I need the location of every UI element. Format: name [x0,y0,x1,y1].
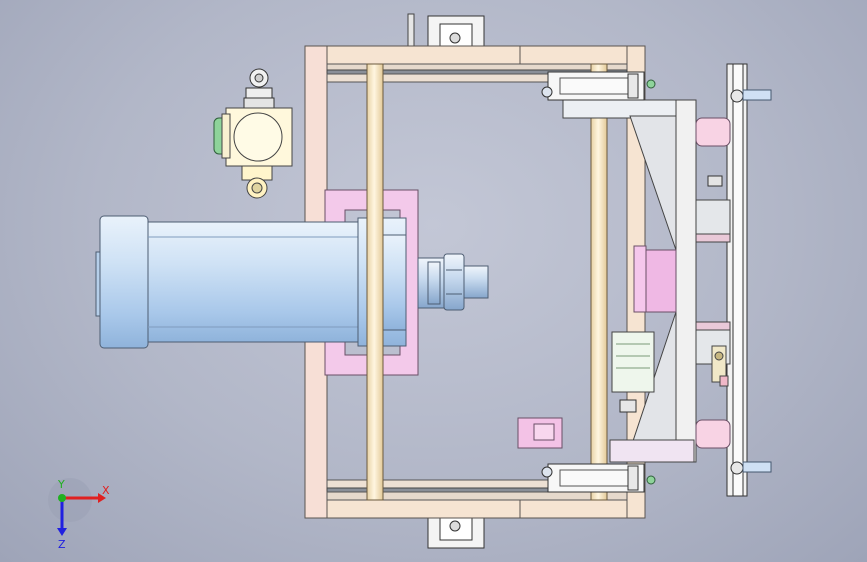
side-fittings [707,175,729,387]
x-axis-label: X [102,484,110,497]
top-sensor-cylinder [541,71,656,101]
bottom-sensor-cylinder [541,463,656,493]
piston-rod [417,253,489,311]
bottom-guide-block [427,517,485,549]
axis-triad: X Y Z [48,478,110,551]
clamp-block [517,331,655,449]
z-axis-label: Z [58,538,66,551]
pneumatic-cylinder [95,215,407,349]
guide-rods [366,63,608,501]
y-axis-dot [58,494,66,502]
valve-assembly [213,68,293,199]
y-axis-label: Y [57,478,65,491]
top-guide-block [407,13,485,47]
